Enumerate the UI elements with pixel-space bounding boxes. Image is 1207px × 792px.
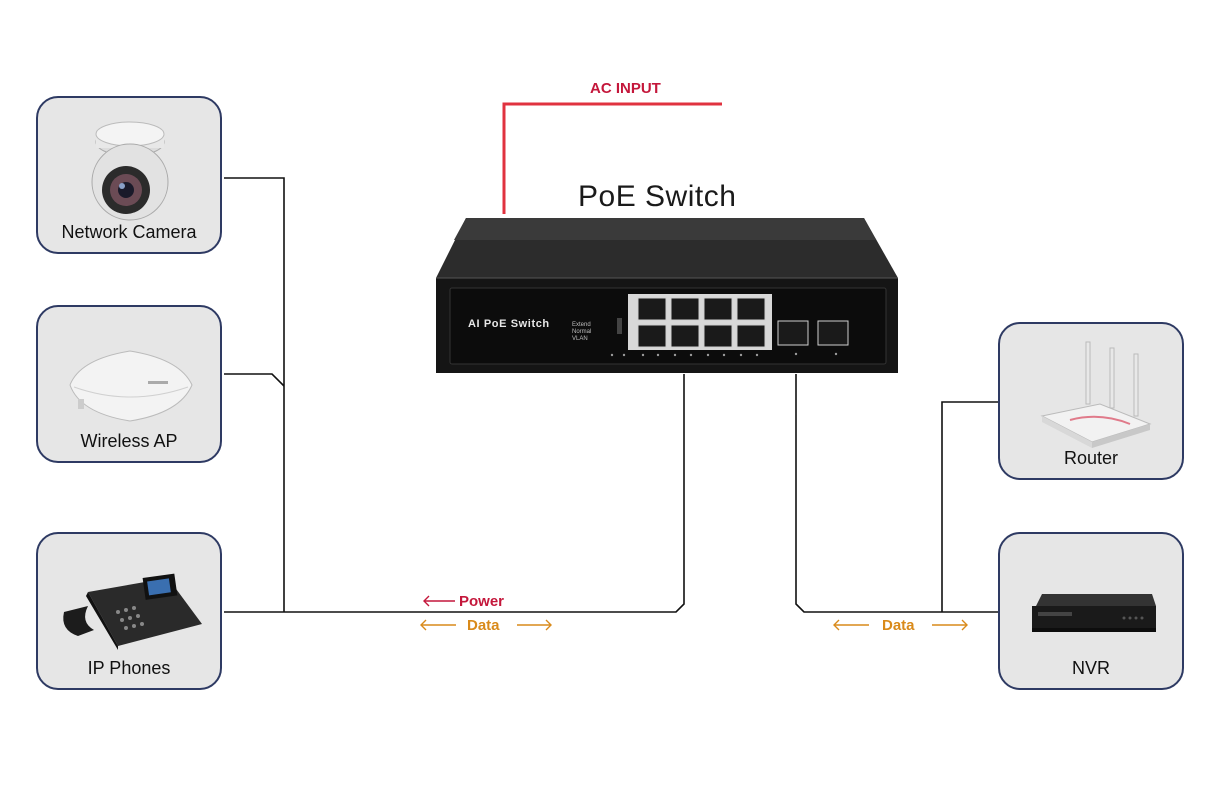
- switch-brand-text: AI PoE Switch: [468, 318, 550, 330]
- device-nvr: NVR: [998, 532, 1184, 690]
- device-router: Router: [998, 322, 1184, 480]
- nvr-icon: [1032, 594, 1156, 632]
- power-arrow: [423, 595, 455, 607]
- device-label-camera: Network Camera: [61, 222, 197, 242]
- wire-phones-to-switch: [224, 374, 685, 613]
- ac-input-label: AC INPUT: [590, 80, 661, 97]
- dome-camera-icon: [91, 121, 169, 221]
- data-arrow-left: [420, 619, 552, 631]
- device-label-ap: Wireless AP: [80, 431, 178, 451]
- device-wireless-ap: Wireless AP: [36, 305, 222, 463]
- power-label: Power: [459, 593, 505, 610]
- device-label-nvr: NVR: [1071, 658, 1110, 678]
- device-network-camera: Network Camera: [36, 96, 222, 254]
- wire-ap: [224, 373, 285, 387]
- wire-router: [941, 401, 998, 612]
- data-label-left: Data: [467, 617, 500, 634]
- data-label-right: Data: [882, 617, 915, 634]
- mode-normal: Normal: [572, 329, 592, 335]
- access-point-icon: [69, 350, 193, 422]
- data-arrow-right: [833, 619, 968, 631]
- mode-vlan: VLAN: [572, 336, 588, 342]
- device-label-phones: IP Phones: [87, 658, 171, 678]
- device-ip-phones: IP Phones: [36, 532, 222, 690]
- ip-phone-icon: [63, 573, 202, 650]
- poe-switch-device: [436, 218, 898, 373]
- wire-camera: [224, 177, 285, 612]
- router-icon: [1040, 341, 1152, 448]
- ac-input-line: [502, 102, 722, 214]
- wire-switch-to-nvr: [795, 374, 998, 613]
- mode-extend: Extend: [572, 322, 591, 328]
- diagram-title: PoE Switch: [578, 180, 737, 213]
- device-label-router: Router: [1063, 448, 1119, 468]
